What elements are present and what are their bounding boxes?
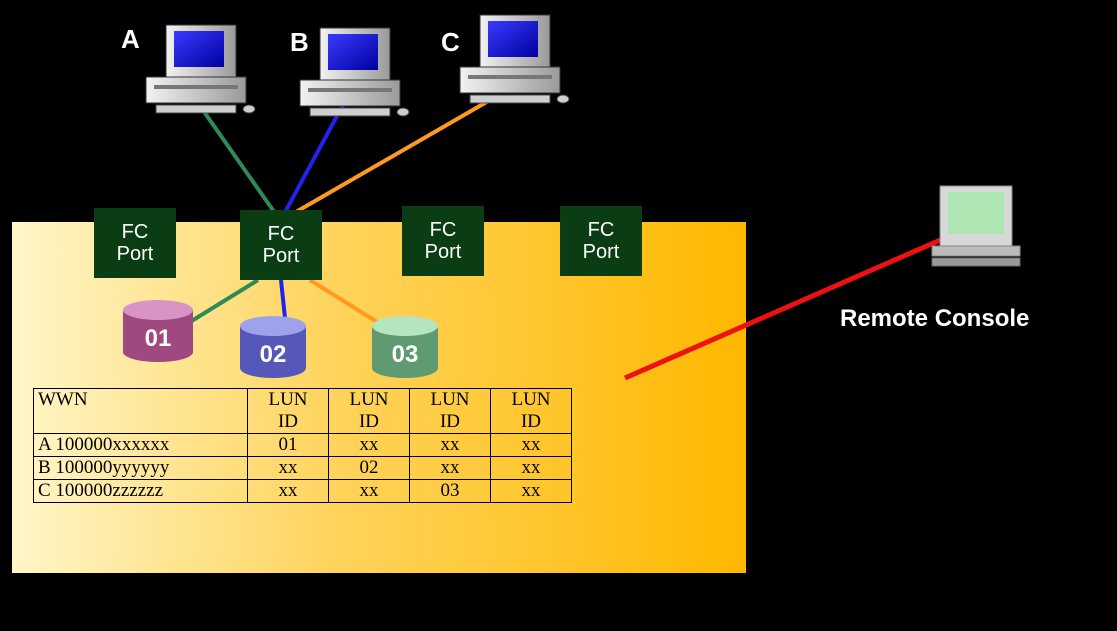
host-c-label: C xyxy=(441,27,460,57)
table-cell: xx xyxy=(490,456,572,480)
fc-port-4-line1: FC xyxy=(587,219,615,241)
table-row: C 100000zzzzzz xx xx 03 xx xyxy=(33,479,572,503)
link-host-a xyxy=(198,104,279,218)
lun-01-cylinder: 01 xyxy=(123,300,193,362)
host-a-label: A xyxy=(121,24,140,54)
computer-b-icon xyxy=(299,27,410,117)
link-lun-01 xyxy=(188,278,260,324)
lun-03-label: 03 xyxy=(392,341,419,368)
computer-c-icon xyxy=(459,14,570,104)
table-cell: xx xyxy=(490,479,572,503)
fc-port-4: FC Port xyxy=(560,206,642,276)
fc-port-1-line1: FC xyxy=(121,221,149,243)
link-lun-02 xyxy=(279,279,287,319)
terminal-icon xyxy=(931,185,1021,267)
fc-port-1: FC Port xyxy=(94,208,176,278)
lun-02-label: 02 xyxy=(260,341,287,368)
table-cell: A 100000xxxxxx xyxy=(33,433,248,457)
link-remote-console xyxy=(623,235,947,381)
table-cell: xx xyxy=(247,456,329,480)
table-cell: xx xyxy=(409,456,491,480)
fc-port-3-line2: Port xyxy=(424,241,462,263)
link-host-c xyxy=(288,94,498,218)
fc-port-3: FC Port xyxy=(402,206,484,276)
table-row: A 100000xxxxxx 01 xx xx xx xyxy=(33,433,572,457)
table-cell: B 100000yyyyyy xyxy=(33,456,248,480)
lun-01-label: 01 xyxy=(145,325,172,352)
fc-port-4-line2: Port xyxy=(582,241,620,263)
lun-02-cylinder: 02 xyxy=(240,316,306,378)
table-cell: C 100000zzzzzz xyxy=(33,479,248,503)
computer-a-icon xyxy=(145,24,256,114)
table-row: B 100000yyyyyy xx 02 xx xx xyxy=(33,456,572,480)
table-cell: 02 xyxy=(328,456,410,480)
header-wwn: WWN xyxy=(33,388,248,434)
table-cell: 03 xyxy=(409,479,491,503)
table-cell: xx xyxy=(490,433,572,457)
table-cell: xx xyxy=(328,433,410,457)
table-cell: 01 xyxy=(247,433,329,457)
table-cell: xx xyxy=(328,479,410,503)
remote-console-label: Remote Console xyxy=(840,305,1030,332)
lun-03-cylinder: 03 xyxy=(372,316,438,378)
fc-port-3-line1: FC xyxy=(429,219,457,241)
fc-port-2-line1: FC xyxy=(267,223,295,245)
host-b-label: B xyxy=(290,27,309,57)
fc-port-2: FC Port xyxy=(240,210,322,280)
table-cell: xx xyxy=(409,433,491,457)
fc-port-1-line2: Port xyxy=(116,243,154,265)
fc-port-2-line2: Port xyxy=(262,245,300,267)
table-cell: xx xyxy=(247,479,329,503)
link-lun-03 xyxy=(308,278,384,327)
